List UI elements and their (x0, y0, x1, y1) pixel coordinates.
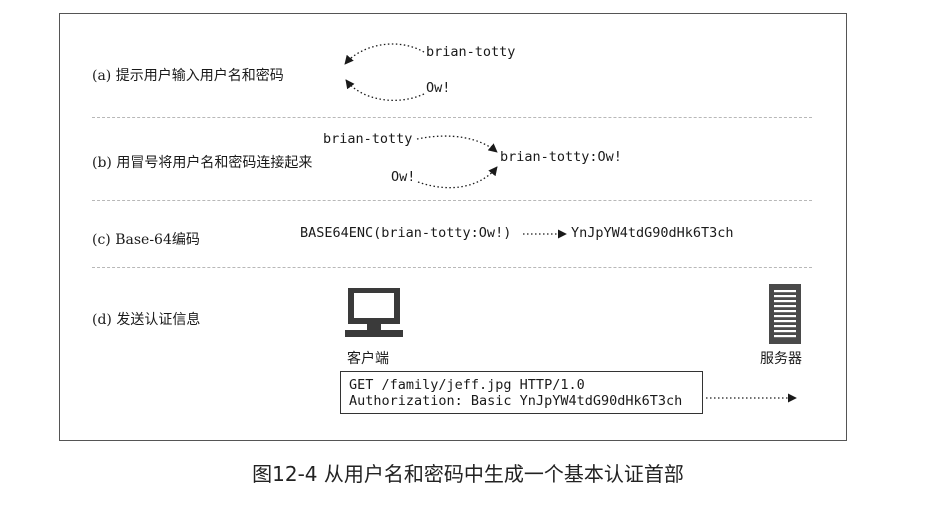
step-a-username: brian-totty (426, 44, 516, 60)
computer-terminal-icon (345, 288, 403, 337)
step-a-password: Ow! (426, 80, 451, 96)
figure-caption: 图12-4 从用户名和密码中生成一个基本认证首部 (252, 462, 684, 486)
step-b-username: brian-totty (323, 131, 413, 147)
client-label: 客户端 (347, 351, 389, 367)
request-line: GET /family/jeff.jpg HTTP/1.0 (349, 377, 585, 393)
step-a-label: (a) 提示用户输入用户名和密码 (92, 68, 284, 84)
authorization-header: Authorization: Basic YnJpYW4tdG90dHk6T3c… (349, 393, 683, 409)
step-c-expression: BASE64ENC(brian-totty:Ow!) (300, 225, 512, 241)
step-b-password-arrow (417, 166, 498, 189)
step-b-password: Ow! (391, 169, 416, 185)
server-label: 服务器 (760, 351, 802, 367)
figure-frame (59, 13, 847, 441)
step-c-label: (c) Base-64编码 (92, 232, 200, 248)
step-b-label: (b) 用冒号将用户名和密码连接起来 (92, 155, 313, 171)
section-divider (92, 200, 812, 201)
step-d-label: (d) 发送认证信息 (92, 312, 201, 328)
step-b-joined: brian-totty:Ow! (500, 149, 622, 165)
step-c-result: YnJpYW4tdG90dHk6T3ch (571, 225, 734, 241)
step-a-username-arrow (344, 43, 425, 65)
server-tower-icon (769, 284, 801, 344)
section-divider (92, 267, 812, 268)
step-a-password-arrow (345, 79, 425, 101)
section-divider (92, 117, 812, 118)
step-b-username-arrow (416, 135, 498, 153)
http-request-box: GET /family/jeff.jpg HTTP/1.0 Authorizat… (340, 371, 703, 414)
